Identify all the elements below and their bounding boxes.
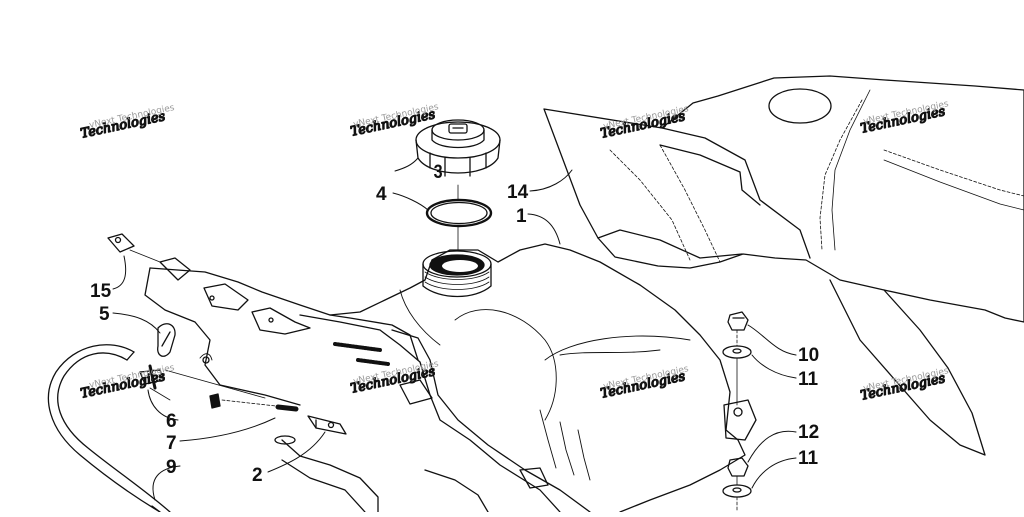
callout-10: 10	[798, 345, 819, 366]
callout-12: 12	[798, 422, 819, 443]
callout-7: 7	[166, 433, 177, 454]
callout-5: 5	[99, 304, 110, 325]
seat-part	[543, 75, 1024, 456]
watermark: Technologies vNext Technologies	[859, 366, 950, 404]
callout-1: 1	[516, 206, 527, 227]
fuel-hose-part	[47, 344, 171, 513]
valve-fitting-part	[139, 364, 165, 390]
fuel-cap-part	[415, 119, 501, 177]
callout-3: 3	[434, 161, 443, 183]
callout-11: 11	[798, 448, 819, 469]
callout-6: 6	[166, 411, 177, 432]
watermark: Technologies vNext Technologies	[859, 99, 950, 137]
callout-2: 2	[252, 465, 263, 486]
callout-14: 14	[507, 182, 529, 203]
leader-lines	[112, 157, 797, 501]
assembly-guide-lines	[129, 184, 459, 407]
watermark: Technologies vNext Technologies	[349, 102, 440, 140]
hardware-stack	[722, 311, 752, 513]
callout-9: 9	[166, 457, 177, 478]
fuel-tank-part	[144, 243, 757, 513]
callout-4: 4	[376, 184, 387, 205]
callout-labels: 3 4 14 1 15 5 6 7 9 2 10 11 12 11	[90, 161, 819, 486]
gasket-part	[425, 198, 493, 228]
clip-part	[107, 233, 135, 253]
callout-11: 11	[798, 369, 819, 390]
vent-tube-part	[209, 393, 299, 412]
watermark-group: Technologies vNext Technologies Technolo…	[79, 99, 950, 404]
watermark: Technologies vNext Technologies	[599, 104, 690, 142]
petcock-part	[307, 415, 347, 435]
clamp-part	[157, 323, 176, 357]
watermark: Technologies vNext Technologies	[79, 103, 176, 142]
callout-15: 15	[90, 281, 112, 302]
watermark: Technologies vNext Technologies	[599, 364, 690, 402]
